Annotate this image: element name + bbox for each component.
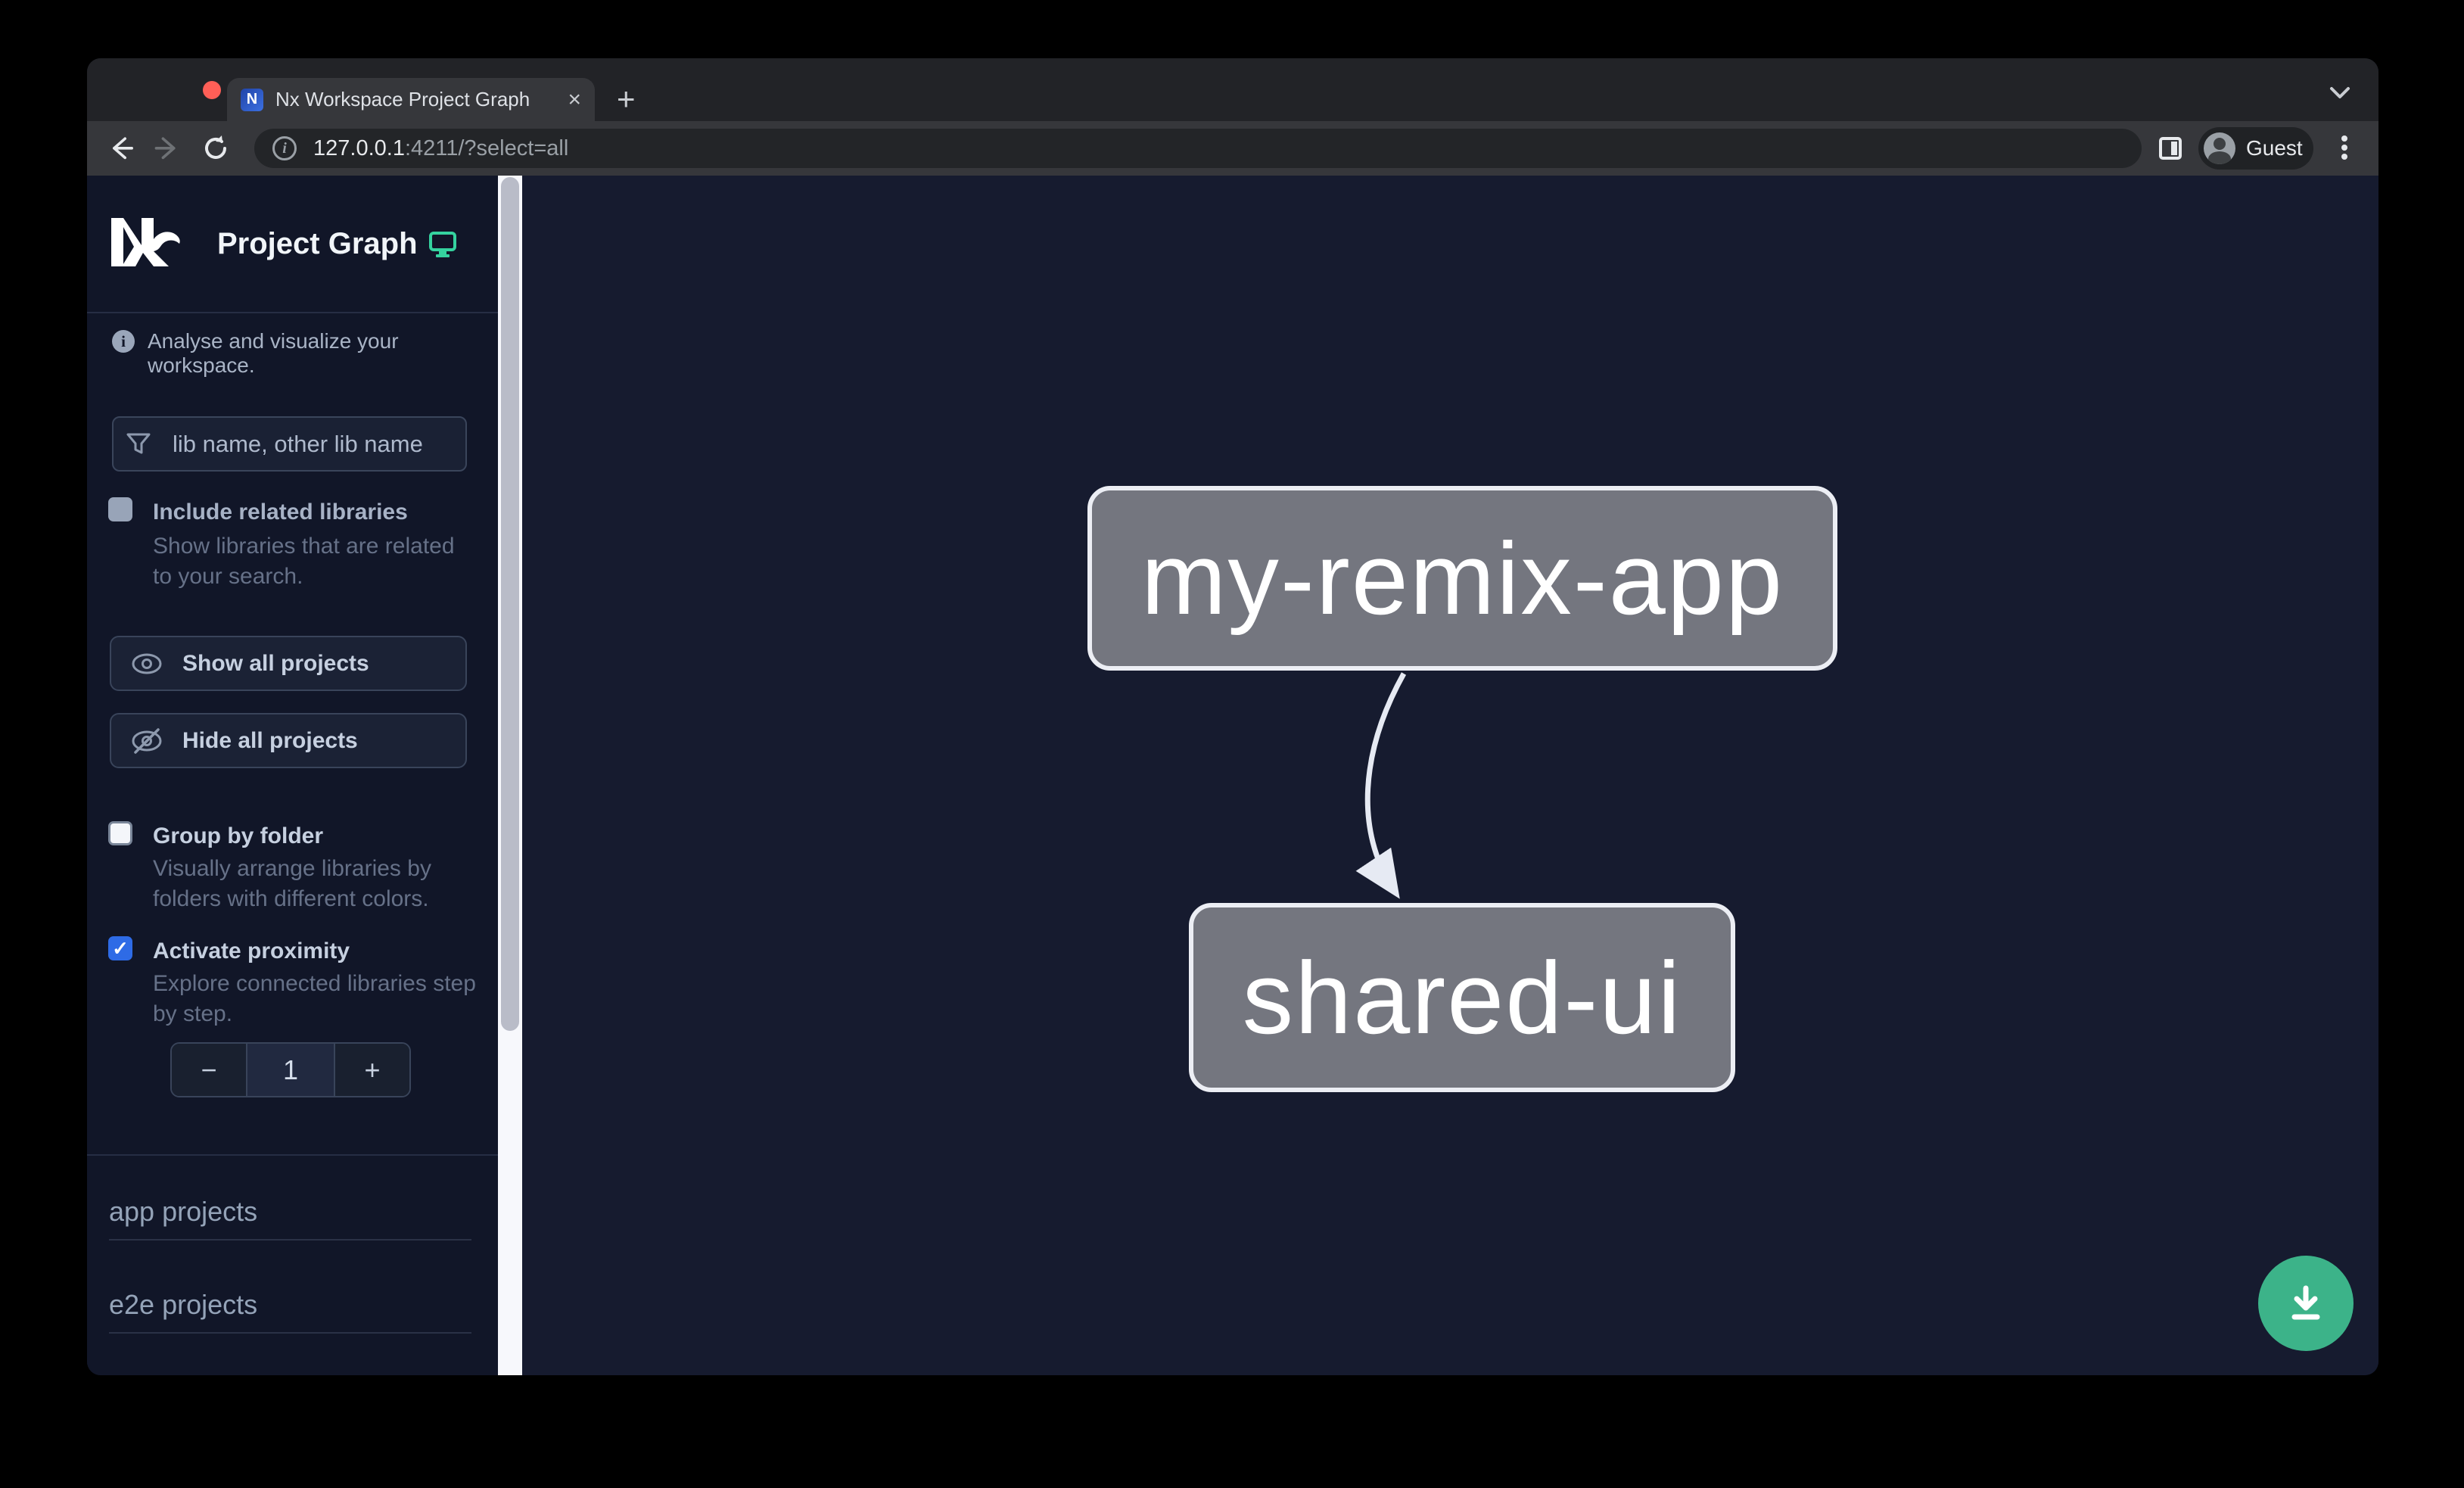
- tab-search-chevron-icon[interactable]: [2329, 86, 2351, 101]
- project-node-my-remix-app[interactable]: my-remix-app: [1087, 486, 1837, 671]
- project-node-shared-ui[interactable]: shared-ui: [1189, 903, 1735, 1092]
- group-by-folder-label: Group by folder: [153, 823, 323, 848]
- avatar-icon: [2204, 132, 2235, 164]
- edges-layer: [1355, 672, 1407, 899]
- forward-button[interactable]: [151, 132, 184, 165]
- filter-icon: [126, 433, 151, 453]
- profile-button[interactable]: Guest: [2198, 127, 2313, 170]
- proximity-increment-button[interactable]: +: [335, 1044, 409, 1096]
- group-by-folder-description: Visually arrange libraries by folders wi…: [153, 856, 431, 911]
- show-all-projects-label: Show all projects: [182, 650, 369, 676]
- divider: [87, 312, 498, 313]
- sidebar: Project Graph i Analyse and visualize yo…: [87, 176, 498, 1375]
- sidebar-scrollbar-track[interactable]: [498, 176, 522, 1375]
- tagline: Analyse and visualize your workspace.: [148, 329, 399, 377]
- info-icon: i: [112, 330, 135, 353]
- site-info-icon[interactable]: i: [272, 136, 297, 160]
- proximity-decrement-button[interactable]: −: [172, 1044, 246, 1096]
- show-all-projects-button[interactable]: Show all projects: [110, 636, 467, 691]
- hide-all-projects-button[interactable]: Hide all projects: [110, 713, 467, 768]
- graph-canvas[interactable]: my-remix-app shared-ui: [522, 176, 2378, 1375]
- url-bar[interactable]: i 127.0.0.1:4211/?select=all: [254, 129, 2142, 168]
- tab-title: Nx Workspace Project Graph: [275, 88, 530, 111]
- activate-proximity-description: Explore connected libraries step by step…: [153, 971, 476, 1026]
- hide-all-projects-label: Hide all projects: [182, 727, 358, 753]
- sidebar-scrollbar-thumb[interactable]: [501, 177, 519, 1031]
- eye-off-icon: [132, 727, 162, 754]
- proximity-value: 1: [246, 1044, 335, 1096]
- activate-proximity-checkbox[interactable]: ✓: [108, 936, 132, 960]
- section-e2e-projects[interactable]: e2e projects: [109, 1289, 258, 1320]
- include-related-checkbox[interactable]: [108, 497, 132, 521]
- profile-label: Guest: [2246, 136, 2303, 160]
- download-icon: [2291, 1285, 2320, 1320]
- dependency-edge[interactable]: [1355, 672, 1407, 899]
- back-button[interactable]: [104, 132, 138, 165]
- proximity-stepper: − 1 +: [170, 1042, 411, 1097]
- include-related-label: Include related libraries: [153, 500, 408, 525]
- browser-toolbar: i 127.0.0.1:4211/?select=all Guest: [87, 121, 2378, 176]
- browser-menu-button[interactable]: [2341, 132, 2348, 166]
- tab-strip: N Nx Workspace Project Graph × +: [87, 58, 2378, 121]
- section-app-projects[interactable]: app projects: [109, 1196, 258, 1227]
- new-tab-button[interactable]: +: [617, 81, 636, 117]
- tab-nx-workspace-project-graph[interactable]: N Nx Workspace Project Graph ×: [227, 78, 595, 121]
- side-panel-icon[interactable]: [2159, 137, 2182, 160]
- filter-box: [112, 416, 474, 472]
- activate-proximity-label: Activate proximity: [153, 939, 350, 963]
- close-window-button[interactable]: [203, 81, 221, 99]
- download-graph-button[interactable]: [2258, 1256, 2354, 1351]
- filter-input[interactable]: [162, 430, 474, 458]
- url-text: 127.0.0.1:4211/?select=all: [313, 136, 568, 161]
- nx-favicon-icon: N: [241, 88, 263, 111]
- eye-icon: [132, 653, 162, 674]
- browser-window: N Nx Workspace Project Graph × + i 127.0…: [87, 58, 2378, 1375]
- divider: [87, 1154, 498, 1156]
- group-by-folder-checkbox[interactable]: [108, 821, 132, 845]
- nx-logo: [111, 218, 180, 266]
- close-tab-icon[interactable]: ×: [568, 86, 581, 112]
- divider: [109, 1332, 471, 1334]
- divider: [109, 1239, 471, 1241]
- include-related-description: Show libraries that are related to your …: [153, 534, 455, 589]
- reload-button[interactable]: [199, 132, 232, 165]
- url-host: 127.0.0.1: [313, 135, 405, 160]
- page-title: Project Graph: [217, 227, 418, 260]
- rankdir-monitor-icon[interactable]: [429, 232, 456, 257]
- url-path: :4211/?select=all: [404, 135, 569, 160]
